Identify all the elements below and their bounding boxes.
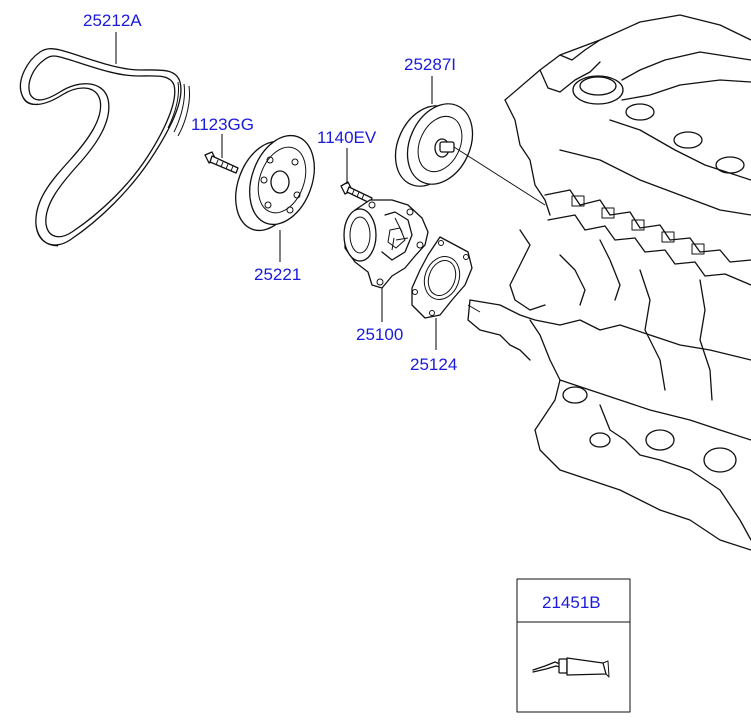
- sealant-tube-icon: [532, 657, 610, 678]
- idler-pulley[interactable]: [383, 93, 546, 206]
- label-25287I[interactable]: 25287I: [404, 55, 456, 74]
- water-pump-pulley[interactable]: [224, 127, 326, 240]
- sealant-inset-box[interactable]: 21451B: [516, 578, 631, 713]
- label-25221[interactable]: 25221: [254, 265, 301, 284]
- label-25124[interactable]: 25124: [410, 355, 457, 374]
- label-21451B[interactable]: 21451B: [542, 593, 601, 612]
- drive-belt[interactable]: [19, 48, 190, 247]
- water-pump[interactable]: [343, 199, 429, 289]
- label-1140EV[interactable]: 1140EV: [317, 128, 377, 147]
- leader-lines: [115, 32, 437, 350]
- label-25100[interactable]: 25100: [356, 325, 403, 344]
- label-25212A[interactable]: 25212A: [83, 11, 142, 30]
- pulley-bolt[interactable]: [204, 151, 239, 174]
- pump-bolt[interactable]: [340, 181, 373, 204]
- part-labels: 25212A 25287I 1123GG 1140EV 25221 25100 …: [83, 11, 457, 374]
- water-pump-gasket[interactable]: [411, 236, 481, 319]
- engine-block: [467, 14, 751, 551]
- label-1123GG[interactable]: 1123GG: [191, 115, 254, 134]
